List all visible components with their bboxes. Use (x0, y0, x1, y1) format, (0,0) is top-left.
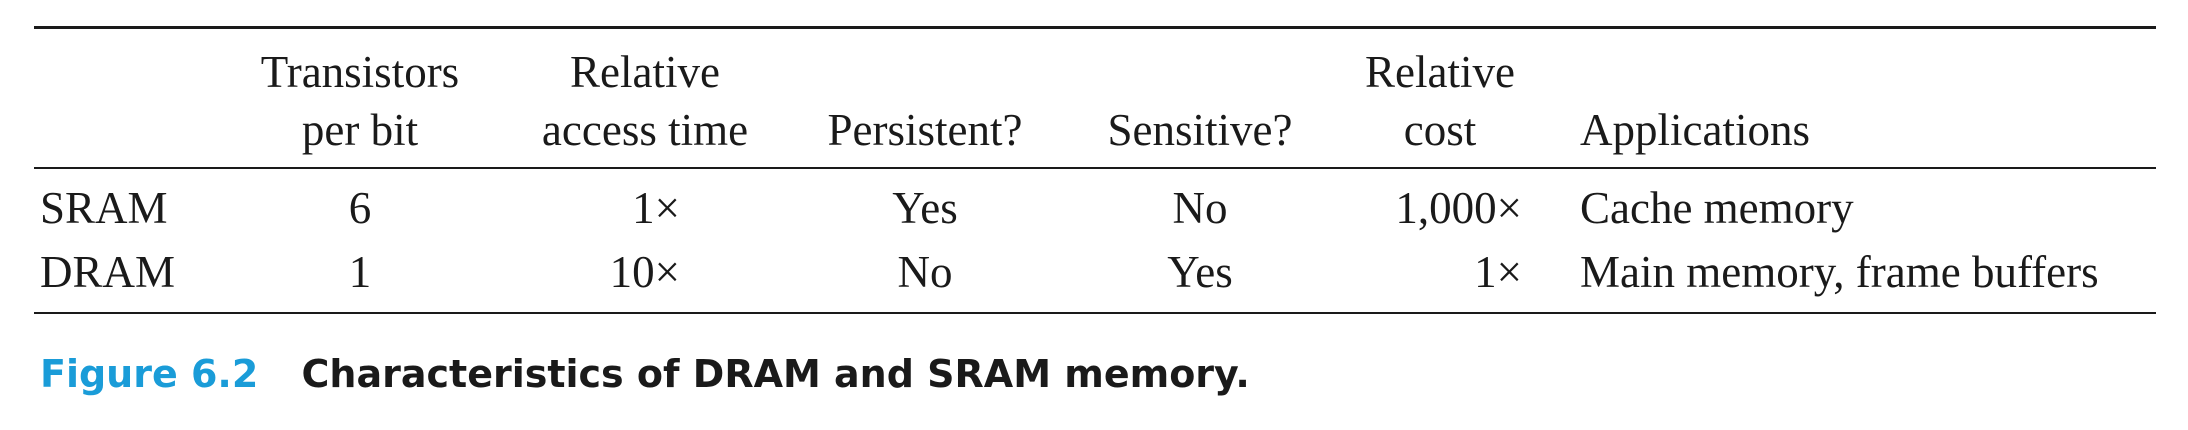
header-line: Applications (1580, 105, 1810, 155)
table-cell-type: DRAM (40, 247, 176, 297)
header-cost: Relative cost (1340, 43, 1540, 159)
header-line (1085, 43, 1315, 101)
header-access-time: Relative access time (510, 43, 780, 159)
table-cell-sensitive: No (1172, 183, 1228, 233)
header-line (805, 43, 1045, 101)
table-cell-cost: 1,000× (1395, 183, 1522, 233)
header-line: access time (541, 105, 749, 155)
table-top-rule (34, 26, 2156, 29)
header-line: Persistent? (827, 105, 1023, 155)
table-cell-access-time: 10× (609, 247, 680, 297)
table-cell-sensitive: Yes (1167, 247, 1233, 297)
table-header-rule (34, 167, 2156, 169)
header-line: per bit (301, 105, 419, 155)
header-line (1580, 43, 2160, 101)
header-line: Relative (1365, 47, 1515, 97)
figure-number: Figure 6.2 (40, 352, 259, 396)
table-cell-persistent: No (897, 247, 953, 297)
table-cell-cost: 1× (1474, 247, 1522, 297)
header-line: Relative (570, 47, 720, 97)
header-persistent: Persistent? (805, 43, 1045, 159)
table-cell-persistent: Yes (892, 183, 958, 233)
table-bottom-rule (34, 312, 2156, 314)
header-applications: Applications (1580, 43, 2160, 159)
header-line: Sensitive? (1107, 105, 1293, 155)
table-cell-access-time: 1× (632, 183, 680, 233)
figure-caption-text: Characteristics of DRAM and SRAM memory. (301, 352, 1250, 396)
table-cell-applications: Main memory, frame buffers (1580, 247, 2099, 297)
header-sensitive: Sensitive? (1085, 43, 1315, 159)
table-cell-applications: Cache memory (1580, 183, 1854, 233)
table-cell-type: SRAM (40, 183, 168, 233)
header-transistors: Transistors per bit (240, 43, 480, 159)
table-cell-transistors: 6 (348, 183, 372, 233)
figure-caption: Figure 6.2 Characteristics of DRAM and S… (40, 348, 1250, 400)
table-cell-transistors: 1 (348, 247, 372, 297)
header-line: Transistors (260, 47, 460, 97)
header-line: cost (1403, 105, 1477, 155)
